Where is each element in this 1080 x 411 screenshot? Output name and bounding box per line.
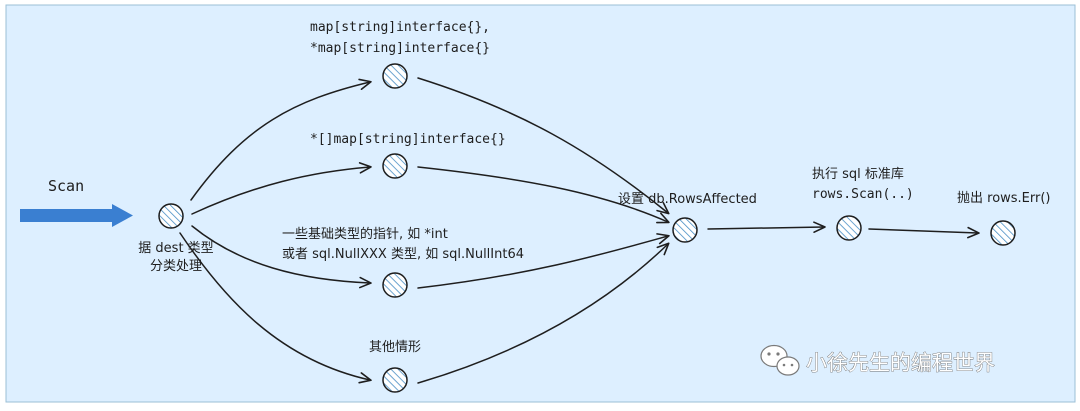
node-err xyxy=(990,220,1016,246)
arrow-dispatch-to-basic xyxy=(191,225,372,289)
label-dispatch-line2: 分类处理 xyxy=(150,259,202,274)
node-dispatch xyxy=(158,203,184,229)
label-exec-line1: 执行 sql 标准库 xyxy=(812,166,904,182)
node-exec xyxy=(836,215,862,241)
arrow-dispatch-to-other xyxy=(179,232,372,384)
label-rows-affected: 设置 db.RowsAffected xyxy=(618,192,757,207)
label-map-line1: map[string]interface{}, xyxy=(310,20,490,35)
label-basic-line1: 一些基础类型的指针, 如 *int xyxy=(282,226,448,242)
node-other xyxy=(382,367,408,393)
label-dispatch-line1: 据 dest 类型 xyxy=(138,241,213,256)
arrow-rows-affected-to-exec xyxy=(707,221,826,233)
label-exec-line2: rows.Scan(..) xyxy=(812,187,914,202)
watermark: 小徐先生的编程世界 xyxy=(760,344,995,376)
label-map-line2: *map[string]interface{} xyxy=(310,41,490,56)
arrow-dispatch-to-slice-map xyxy=(191,162,372,215)
wechat-icon xyxy=(760,344,800,376)
node-map xyxy=(382,63,408,89)
scan-entry-arrow xyxy=(20,204,133,227)
arrow-slice-map-to-rows-affected xyxy=(417,166,670,224)
label-scan: Scan xyxy=(48,177,84,195)
node-slice-map xyxy=(382,153,408,179)
label-other: 其他情形 xyxy=(369,340,421,355)
diagram-background xyxy=(5,4,1076,403)
label-slice-map: *[]map[string]interface{} xyxy=(310,132,506,147)
label-err: 抛出 rows.Err() xyxy=(957,191,1051,206)
watermark-text: 小徐先生的编程世界 xyxy=(806,351,995,375)
arrow-dispatch-to-map xyxy=(190,78,372,201)
label-basic-line2: 或者 sql.NullXXX 类型, 如 sql.NullInt64 xyxy=(282,246,524,262)
arrow-other-to-rows-affected xyxy=(417,242,670,384)
node-rows-affected xyxy=(672,217,698,243)
arrow-basic-to-rows-affected xyxy=(417,233,670,289)
node-basic xyxy=(382,272,408,298)
arrow-exec-to-err xyxy=(868,226,980,239)
arrow-map-to-rows-affected xyxy=(417,77,670,215)
